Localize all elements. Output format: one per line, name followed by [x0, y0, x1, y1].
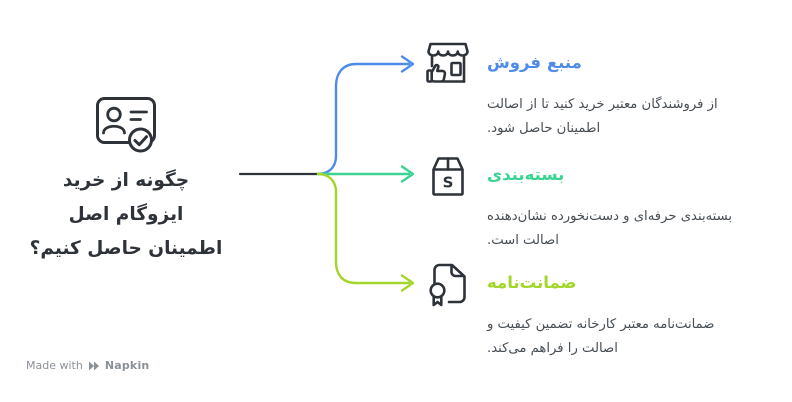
desc-line: اصالت است.: [487, 233, 559, 248]
desc-line: بسته‌بندی حرفه‌ای و دست‌نخورده نشان‌دهند…: [487, 209, 733, 224]
branch-description: بسته‌بندی حرفه‌ای و دست‌نخورده نشان‌دهند…: [487, 205, 784, 253]
watermark-brand: Napkin: [104, 359, 150, 372]
branch-sales-source: منبع فروش از فروشندگان معتبر خرید کنید ت…: [424, 38, 784, 141]
root-title-line: اطمینان حاصل کنیم؟: [29, 238, 223, 259]
desc-line: از فروشندگان معتبر خرید کنید تا از اصالت: [487, 97, 718, 112]
id-card-check-icon: [95, 94, 157, 154]
branch-arrow-lime: [316, 172, 415, 292]
branch-arrow-blue: [316, 55, 415, 176]
desc-line: اصالت را فراهم می‌کند.: [487, 341, 618, 356]
package-box-icon: S: [424, 151, 472, 199]
branch-title: ضمانت‌نامه: [487, 273, 577, 293]
branch-packaging: S بسته‌بندی بسته‌بندی حرفه‌ای و دست‌نخور…: [424, 150, 784, 253]
branch-description: از فروشندگان معتبر خرید کنید تا از اصالت…: [487, 93, 784, 141]
napkin-logo-icon: [88, 361, 100, 371]
root-title-line: چگونه از خرید: [62, 170, 190, 191]
certificate-icon: [424, 259, 472, 307]
desc-line: اطمینان حاصل شود.: [487, 121, 601, 136]
connector-lines: [236, 50, 426, 296]
desc-line: ضمانت‌نامه معتبر کارخانه تضمین کیفیت و: [487, 317, 715, 332]
root-node: چگونه از خرید ایزوگام اصل اطمینان حاصل ک…: [18, 94, 234, 266]
package-letter: S: [443, 174, 454, 192]
branch-description: ضمانت‌نامه معتبر کارخانه تضمین کیفیت و ا…: [487, 313, 784, 361]
root-title: چگونه از خرید ایزوگام اصل اطمینان حاصل ک…: [30, 164, 223, 266]
branch-warranty: ضمانت‌نامه ضمانت‌نامه معتبر کارخانه تضمی…: [424, 258, 784, 361]
watermark: Made with Napkin: [26, 359, 149, 372]
storefront-icon: [424, 39, 472, 87]
watermark-prefix: Made with: [26, 359, 83, 372]
branch-title: بسته‌بندی: [487, 165, 565, 185]
branch-arrow-teal: [316, 165, 415, 183]
root-title-line: ایزوگام اصل: [68, 204, 184, 225]
branch-title: منبع فروش: [487, 53, 582, 73]
